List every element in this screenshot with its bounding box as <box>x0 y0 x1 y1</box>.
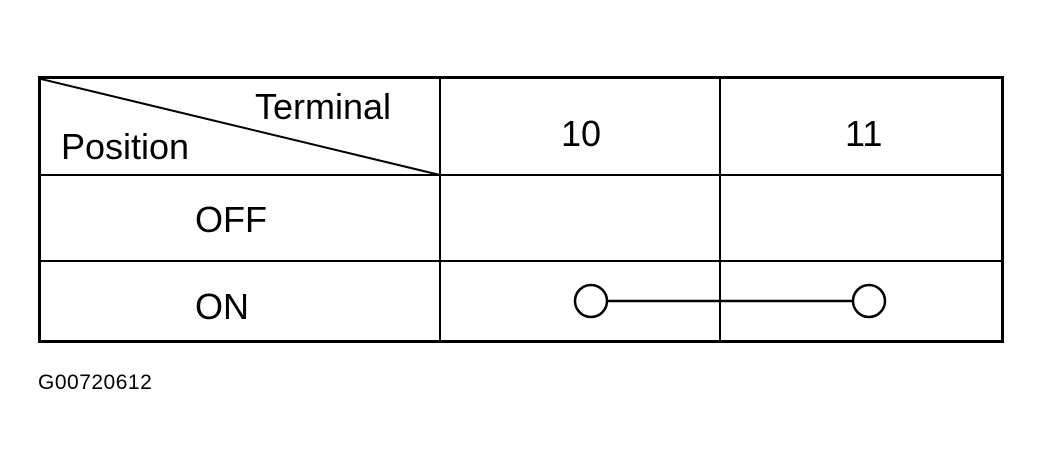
figure-code: G00720612 <box>38 371 153 394</box>
row-label-on: ON <box>195 286 249 327</box>
row-label-off: OFF <box>195 199 267 240</box>
header-diagonal-divider <box>41 79 441 176</box>
terminal-11-connection-circle <box>851 283 887 319</box>
terminal-10-connection-circle <box>573 283 609 319</box>
column-divider-1 <box>439 79 441 340</box>
header-terminal-10: 10 <box>561 113 602 154</box>
row-divider-2 <box>41 260 1001 262</box>
on-row-connection <box>573 283 887 319</box>
row-divider-1 <box>41 174 1001 176</box>
column-divider-2 <box>719 79 721 340</box>
header-terminal-label: Terminal <box>255 86 392 127</box>
header-position-label: Position <box>61 126 190 167</box>
terminal-position-table: Terminal Position 10 11 OFF ON <box>38 76 1004 343</box>
header-terminal-11: 11 <box>845 113 883 154</box>
